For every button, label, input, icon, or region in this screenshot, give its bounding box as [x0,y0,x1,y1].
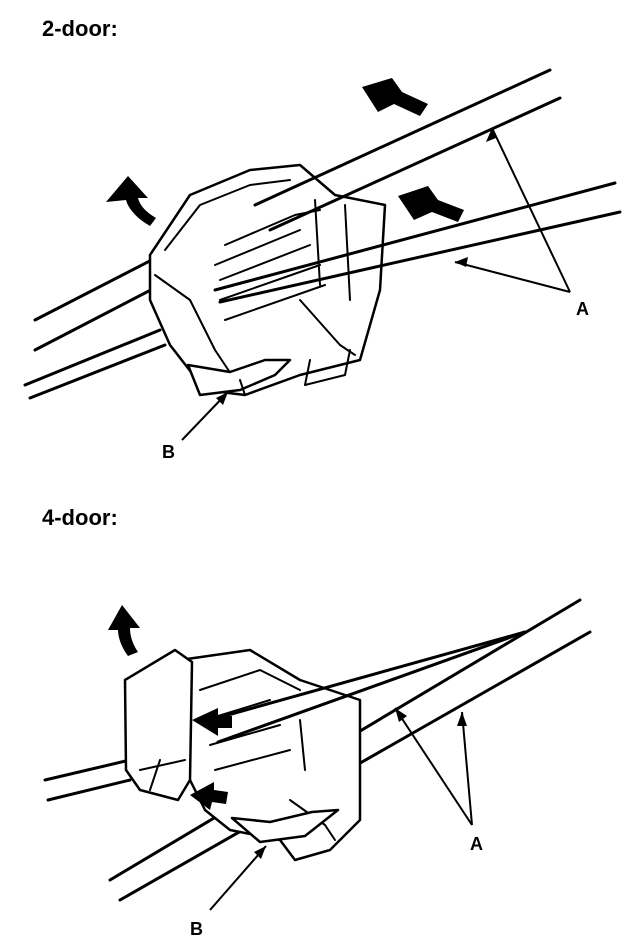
direction-arrow-2door-3 [106,176,156,226]
lock-tab-lifted-4door [123,648,194,802]
direction-arrow-4door-2 [192,708,232,736]
section-title-2door: 2-door: [42,16,118,41]
lock-tab-2door [186,358,292,397]
callout-a-4door: A [394,707,483,854]
diagram-2door: A B [23,68,622,462]
label-b-2door: B [162,442,175,462]
direction-arrow-4door-1 [108,605,140,656]
direction-arrow-2door-2 [398,186,464,222]
direction-arrow-4door-3 [190,782,228,810]
connector-housing-2door [148,163,387,397]
screwdriver-tool-2door [213,68,622,304]
screwdriver-tool-4door [208,630,527,744]
section-title-4door: 4-door: [42,505,118,530]
lock-tab-4door [230,808,340,844]
label-a-2door: A [576,299,589,319]
direction-arrow-2door-1 [362,78,428,116]
diagram-4door: A B [43,598,592,939]
callout-b-2door: B [162,391,229,462]
callout-b-4door: B [190,845,267,939]
label-a-4door: A [470,834,483,854]
callout-a-2door: A [454,127,589,319]
label-b-4door: B [190,919,203,939]
